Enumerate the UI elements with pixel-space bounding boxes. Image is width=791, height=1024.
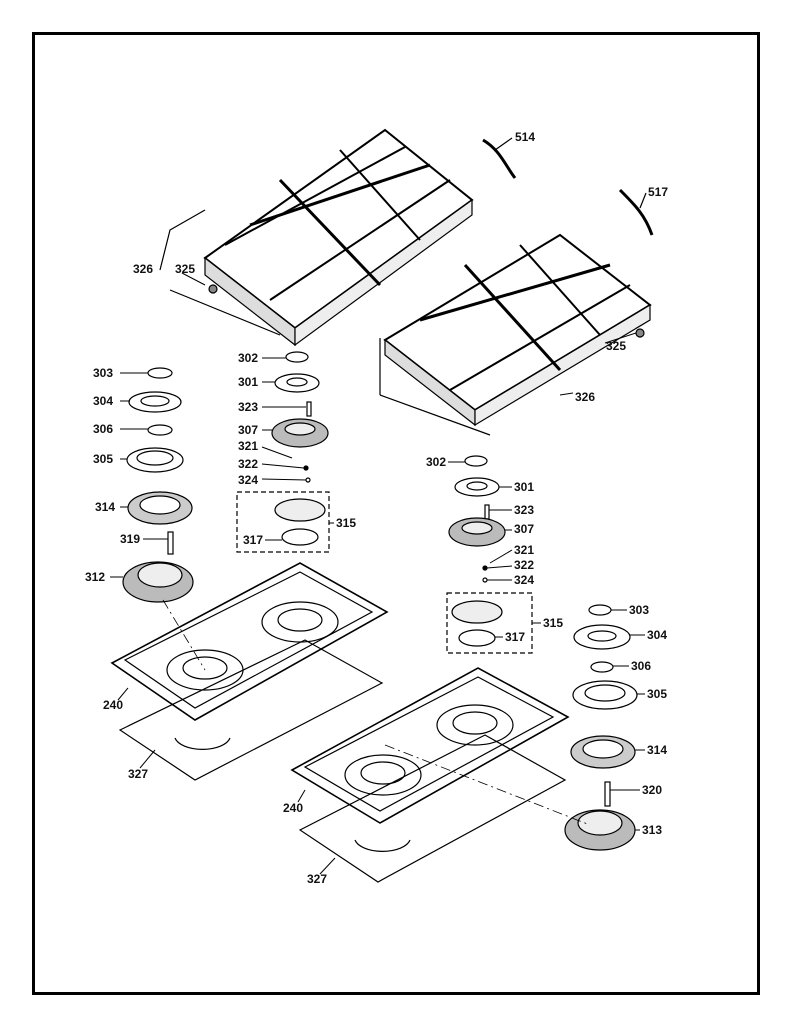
diagram-border — [32, 32, 760, 995]
label-319: 319 — [120, 532, 141, 546]
label-306: 306 — [93, 422, 114, 436]
label-305: 305 — [647, 687, 668, 701]
label-325: 325 — [606, 339, 627, 353]
label-314: 314 — [647, 743, 668, 757]
label-303: 303 — [629, 603, 650, 617]
label-517: 517 — [648, 185, 669, 199]
grate-left — [203, 128, 474, 347]
label-327: 327 — [128, 767, 149, 781]
label-315: 315 — [336, 516, 357, 530]
label-303: 303 — [93, 366, 114, 380]
burner-stack-center — [236, 351, 330, 553]
label-305: 305 — [93, 452, 114, 466]
burner-pan-right — [290, 667, 570, 824]
leader-326a — [159, 209, 206, 271]
label-307: 307 — [514, 522, 535, 536]
foot-325a — [208, 284, 218, 294]
label-323: 323 — [238, 400, 259, 414]
label-322: 322 — [238, 457, 259, 471]
burner-pan-left — [110, 562, 389, 721]
label-314: 314 — [95, 500, 116, 514]
label-324: 324 — [238, 473, 259, 487]
label-302: 302 — [238, 351, 259, 365]
label-317: 317 — [505, 630, 526, 644]
hose-514 — [482, 138, 517, 179]
label-320: 320 — [642, 783, 663, 797]
insulation-left — [118, 639, 384, 781]
label-240: 240 — [103, 698, 124, 712]
label-304: 304 — [93, 394, 114, 408]
label-306: 306 — [631, 659, 652, 673]
label-317: 317 — [243, 533, 264, 547]
label-301: 301 — [514, 480, 535, 494]
burner-stack-right — [446, 455, 533, 654]
insulation-right — [298, 734, 567, 883]
label-312: 312 — [85, 570, 106, 584]
label-315: 315 — [543, 616, 564, 630]
label-327: 327 — [307, 872, 328, 886]
label-324: 324 — [514, 573, 535, 587]
burner-stack-lower-right — [564, 604, 638, 851]
label-321: 321 — [514, 543, 535, 557]
label-325: 325 — [175, 262, 196, 276]
label-301: 301 — [238, 375, 259, 389]
label-323: 323 — [514, 503, 535, 517]
label-304: 304 — [647, 628, 668, 642]
label-307: 307 — [238, 423, 259, 437]
label-321: 321 — [238, 439, 259, 453]
grate-right — [383, 233, 652, 427]
label-326: 326 — [133, 262, 154, 276]
label-240: 240 — [283, 801, 304, 815]
burner-stack-left — [122, 367, 194, 603]
label-514: 514 — [515, 130, 536, 144]
label-302: 302 — [426, 455, 447, 469]
label-326: 326 — [575, 390, 596, 404]
label-322: 322 — [514, 558, 535, 572]
label-313: 313 — [642, 823, 663, 837]
hose-517 — [618, 188, 654, 236]
